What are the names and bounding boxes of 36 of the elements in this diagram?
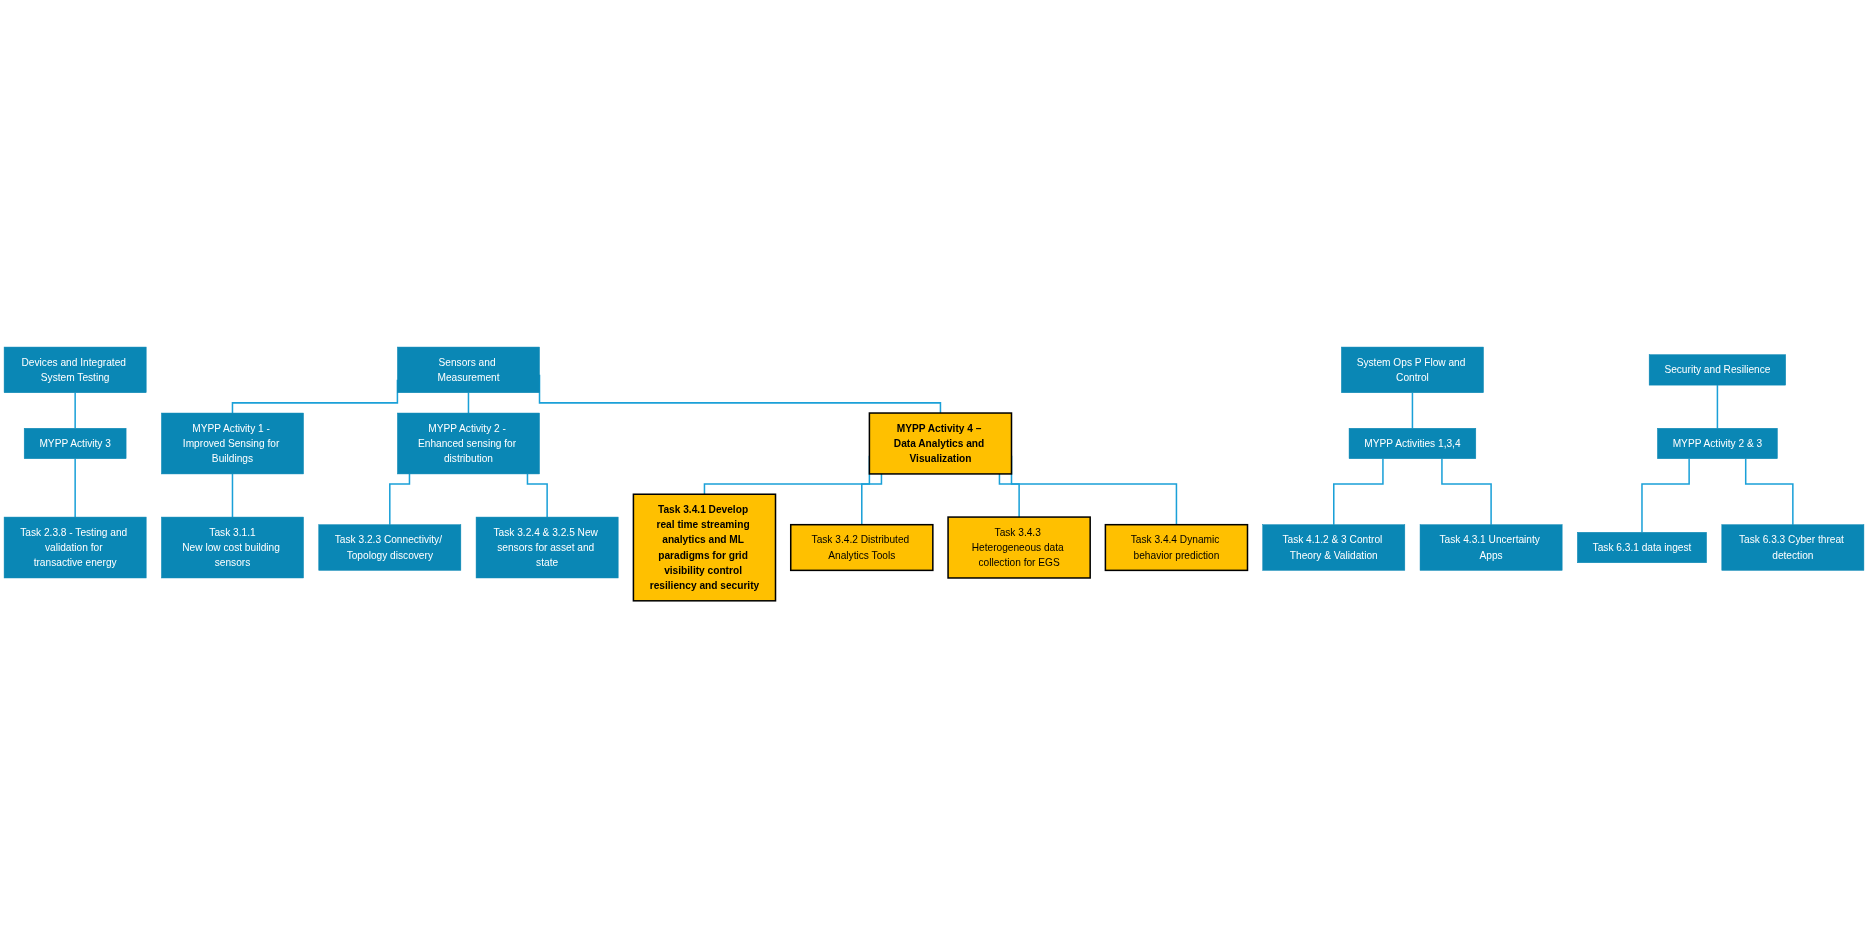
connector (861, 472, 883, 525)
connector (467, 391, 470, 414)
connector (231, 472, 234, 518)
connector (74, 457, 76, 518)
connector (1744, 457, 1794, 525)
node-box: Task 6.3.3 Cyber threat detection (1721, 524, 1865, 571)
node-box: Sensors and Measurement (397, 346, 540, 393)
node-box: Task 4.3.1 Uncertainty Apps (1419, 524, 1563, 571)
connector (526, 472, 548, 518)
connector (1641, 457, 1690, 533)
node-box: Task 3.4.1 Develop real time streaming analytics and ML paradigms for grid visibility control resiliency and security (632, 493, 777, 602)
node-box: Task 3.1.1 New low cost building sensors (161, 516, 304, 578)
connector (1441, 457, 1492, 525)
node-box: MYPP Activity 2 - Enhanced sensing for distribution (397, 412, 540, 474)
node-box: System Ops P Flow and Control (1341, 346, 1484, 393)
node-box: Task 3.4.4 Dynamic behavior prediction (1104, 523, 1249, 571)
node-box: Task 6.3.1 data ingest (1577, 531, 1707, 563)
connector (1333, 457, 1384, 525)
node-box: MYPP Activity 4 – Data Analytics and Visualization (868, 411, 1013, 475)
node-box: Devices and Integrated System Testing (3, 346, 147, 393)
connector (74, 391, 76, 429)
node-box: MYPP Activity 1 - Improved Sensing for Buildings (161, 412, 304, 474)
node-box: MYPP Activity 3 (23, 427, 127, 459)
node-box: Task 2.3.8 - Testing and validation for transactive energy (3, 516, 147, 578)
connector (389, 472, 411, 525)
connector (1716, 383, 1719, 429)
node-box: Task 4.1.2 & 3 Control Theory & Validation (1262, 524, 1406, 571)
node-box: Task 3.4.3 Heterogeneous data collection for EGS (947, 515, 1091, 579)
node-box: MYPP Activity 2 & 3 (1657, 427, 1778, 459)
node-box: Task 3.4.2 Distributed Analytics Tools (790, 523, 934, 571)
connector (1411, 391, 1414, 429)
connector (998, 472, 1020, 518)
node-box: Security and Resilience (1648, 354, 1786, 385)
node-box: MYPP Activities 1,3,4 (1348, 427, 1477, 459)
node-box: Task 3.2.4 & 3.2.5 New sensors for asset and state (475, 516, 619, 578)
node-box: Task 3.2.3 Connectivity/ Topology discovery (318, 524, 462, 571)
